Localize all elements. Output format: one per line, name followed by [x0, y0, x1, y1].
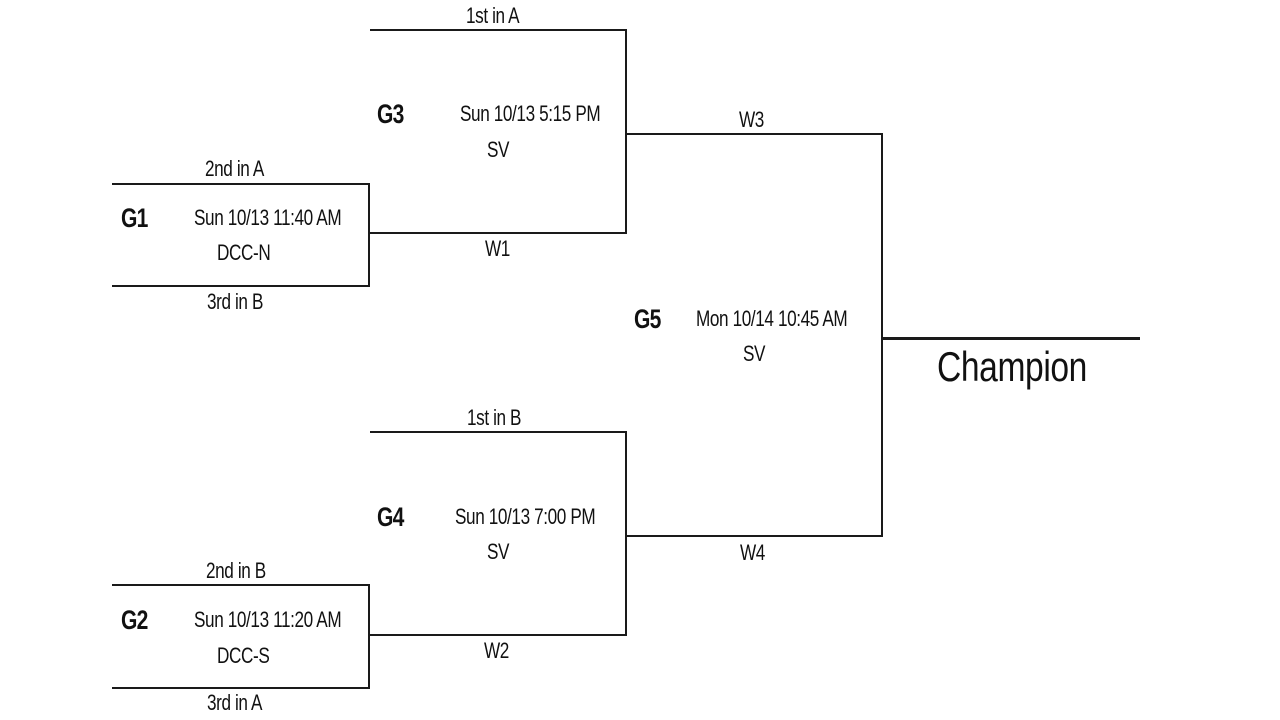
g5-bottom-line — [625, 535, 883, 537]
champion-label: Champion — [937, 343, 1087, 390]
g3-top-seed: 1st in A — [466, 3, 520, 28]
g2-top-line — [112, 584, 370, 586]
g1-bottom-seed: 3rd in B — [207, 289, 264, 314]
g5-game-id: G5 — [634, 304, 661, 334]
g3-bottom-seed: W1 — [485, 236, 510, 261]
g4-bottom-line — [368, 634, 627, 636]
g2-top-seed: 2nd in B — [206, 558, 266, 583]
g1-top-seed: 2nd in A — [205, 156, 264, 181]
g3-right-line — [625, 29, 627, 234]
g1-game-id: G1 — [121, 203, 148, 233]
g5-venue: SV — [743, 341, 766, 366]
g4-datetime: Sun 10/13 7:00 PM — [455, 504, 596, 529]
g2-game-id: G2 — [121, 605, 148, 635]
g2-bottom-line — [112, 687, 370, 689]
g3-venue: SV — [487, 137, 510, 162]
g5-top-line — [625, 133, 883, 135]
g5-top-seed: W3 — [739, 107, 764, 132]
g2-venue: DCC-S — [217, 643, 270, 668]
g4-venue: SV — [487, 539, 510, 564]
g1-datetime: Sun 10/13 11:40 AM — [194, 205, 342, 230]
champion-line — [881, 337, 1140, 340]
g5-right-line — [881, 133, 883, 537]
g1-right-line — [368, 183, 370, 287]
g4-bottom-seed: W2 — [484, 638, 509, 663]
g4-game-id: G4 — [377, 502, 404, 532]
g1-top-line — [112, 183, 370, 185]
g2-datetime: Sun 10/13 11:20 AM — [194, 607, 342, 632]
g3-game-id: G3 — [377, 99, 404, 129]
g2-right-line — [368, 584, 370, 689]
g3-datetime: Sun 10/13 5:15 PM — [460, 101, 601, 126]
g1-bottom-line — [112, 285, 370, 287]
g4-right-line — [625, 431, 627, 636]
g4-top-line — [370, 431, 627, 433]
g1-venue: DCC-N — [217, 240, 271, 265]
g3-top-line — [370, 29, 627, 31]
g5-bottom-seed: W4 — [740, 540, 765, 565]
g4-top-seed: 1st in B — [467, 405, 522, 430]
g3-bottom-line — [368, 232, 627, 234]
g2-bottom-seed: 3rd in A — [207, 690, 263, 715]
g5-datetime: Mon 10/14 10:45 AM — [696, 306, 848, 331]
